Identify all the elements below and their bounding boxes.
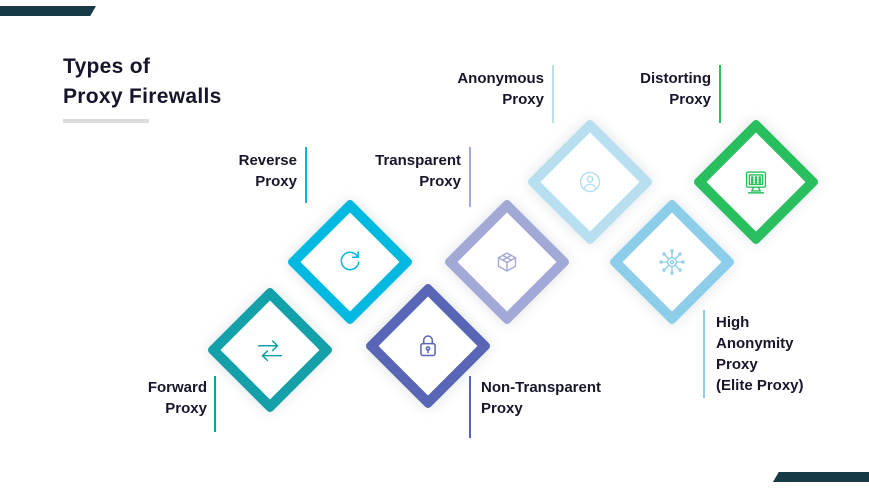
forward-proxy-label: Forward Proxy [147,379,207,417]
anonymous-proxy-label: Anonymous Proxy [457,70,544,108]
forward-proxy-diamond [206,286,334,414]
top-left-accent-bar [0,6,96,16]
swap-arrows-icon [253,333,287,367]
page-title-line1: Types of [63,55,151,78]
page-title: Types of Proxy Firewalls [63,52,222,112]
bottom-right-accent-bar [773,472,869,482]
transparent-proxy-diamond [443,198,571,326]
page-title-line2: Proxy Firewalls [63,85,222,108]
distorting-proxy-connector [719,65,721,123]
reverse-proxy-diamond [286,198,414,326]
anonymous-proxy-connector [552,65,554,123]
cube-icon [490,245,524,279]
reverse-proxy-label: Reverse Proxy [238,152,297,190]
high-anonymity-proxy-connector [703,310,705,398]
non-transparent-proxy-diamond [364,282,492,410]
high-anonymity-proxy-diamond [608,198,736,326]
distorting-proxy-diamond [692,118,820,246]
reverse-proxy-connector [305,147,307,203]
refresh-arrows-icon [333,245,367,279]
transparent-proxy-connector [469,147,471,207]
high-anonymity-proxy-label: High Anonymity Proxy (Elite Proxy) [716,314,804,394]
non-transparent-proxy-label: Non-Transparent Proxy [481,379,602,417]
chip-icon [655,245,689,279]
padlock-icon [411,329,445,363]
non-transparent-proxy-connector [469,376,471,438]
forward-proxy-connector [214,376,216,432]
person-icon [573,165,607,199]
anonymous-proxy-diamond [526,118,654,246]
title-underline [63,119,149,123]
transparent-proxy-label: Transparent Proxy [375,152,461,190]
computer-icon [739,165,773,199]
distorting-proxy-label: Distorting Proxy [640,70,711,108]
